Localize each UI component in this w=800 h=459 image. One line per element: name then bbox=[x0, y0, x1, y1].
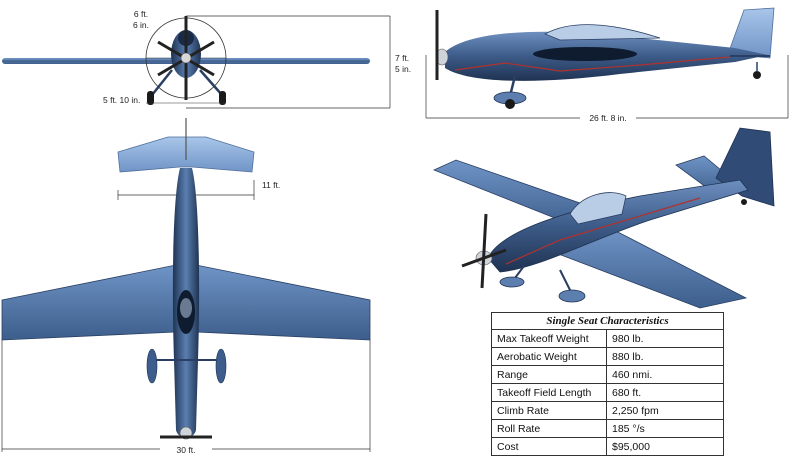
spec-value: 880 lb. bbox=[606, 347, 724, 366]
spec-value: 185 °/s bbox=[606, 419, 724, 438]
table-row: Max Takeoff Weight 980 lb. bbox=[491, 329, 724, 348]
spec-value: 2,250 fpm bbox=[606, 401, 724, 420]
spec-value: $95,000 bbox=[606, 437, 724, 456]
length-label: 26 ft. 8 in. bbox=[589, 113, 626, 123]
specs-title-row: Single Seat Characteristics bbox=[491, 312, 724, 330]
top-view bbox=[1, 118, 371, 452]
wingspan-label: 30 ft. bbox=[177, 445, 196, 455]
spec-label: Roll Rate bbox=[491, 419, 607, 438]
spec-value: 980 lb. bbox=[606, 329, 724, 348]
table-row: Climb Rate 2,250 fpm bbox=[491, 401, 724, 420]
specs-table: Single Seat Characteristics Max Takeoff … bbox=[491, 312, 724, 456]
table-row: Takeoff Field Length 680 ft. bbox=[491, 383, 724, 402]
tail-span-label: 11 ft. bbox=[262, 180, 280, 190]
height-label-1: 7 ft. bbox=[395, 53, 409, 63]
side-view bbox=[425, 7, 789, 119]
prop-diameter-label-1: 6 ft. bbox=[134, 9, 148, 19]
perspective-view bbox=[432, 127, 775, 309]
prop-diameter-label-2: 6 in. bbox=[133, 20, 149, 30]
spec-label: Aerobatic Weight bbox=[491, 347, 607, 366]
spec-label: Takeoff Field Length bbox=[491, 383, 607, 402]
table-row: Range 460 nmi. bbox=[491, 365, 724, 384]
spec-label: Cost bbox=[491, 437, 607, 456]
table-row: Aerobatic Weight 880 lb. bbox=[491, 347, 724, 366]
height-label-2: 5 in. bbox=[395, 64, 411, 74]
spec-label: Max Takeoff Weight bbox=[491, 329, 607, 348]
spec-label: Climb Rate bbox=[491, 401, 607, 420]
front-view bbox=[2, 15, 391, 109]
spec-value: 680 ft. bbox=[606, 383, 724, 402]
spec-label: Range bbox=[491, 365, 607, 384]
spec-value: 460 nmi. bbox=[606, 365, 724, 384]
table-row: Roll Rate 185 °/s bbox=[491, 419, 724, 438]
table-row: Cost $95,000 bbox=[491, 437, 724, 456]
specs-title: Single Seat Characteristics bbox=[491, 312, 724, 330]
gear-track-label: 5 ft. 10 in. bbox=[103, 95, 140, 105]
